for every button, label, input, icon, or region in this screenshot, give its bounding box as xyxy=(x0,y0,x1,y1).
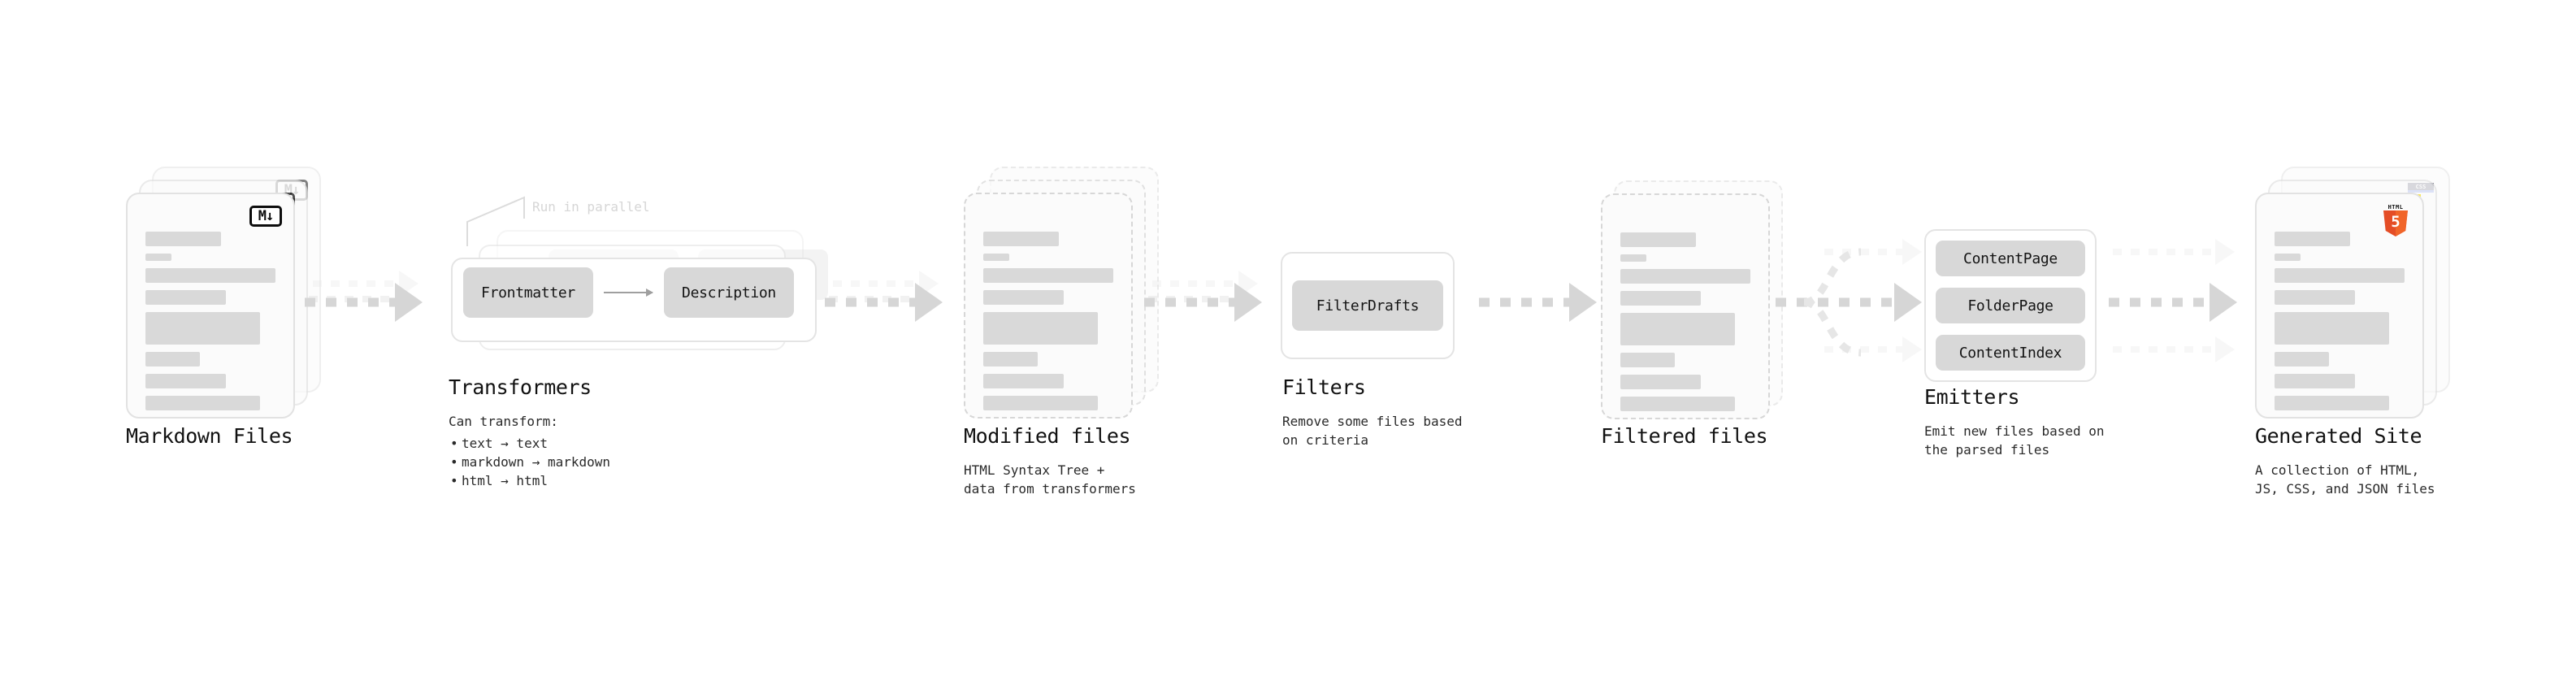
skeleton-lines xyxy=(983,232,1113,410)
transformer-link-arrow xyxy=(604,288,653,297)
filtered-card-front xyxy=(1601,193,1770,419)
flow-branch-curves xyxy=(1803,248,1862,357)
flow-arrow-1 xyxy=(305,283,423,322)
stage-subtitle: Remove some files based on criteria xyxy=(1282,413,1463,448)
caption-markdown-files: Markdown Files xyxy=(126,424,370,449)
stage-subtitle: HTML Syntax Tree + data from transformer… xyxy=(964,462,1136,497)
run-in-parallel-label: Run in parallel xyxy=(532,199,650,215)
transformer-pill-frontmatter[interactable]: Frontmatter xyxy=(463,267,593,318)
filters-pill-filterdrafts[interactable]: FilterDrafts xyxy=(1292,280,1443,331)
list-item: text → text xyxy=(449,434,774,453)
transformer-pill-description[interactable]: Description xyxy=(664,267,794,318)
skeleton-lines xyxy=(145,232,275,410)
transform-list: text → text markdown → markdown html → h… xyxy=(449,434,774,491)
markdown-card-front: M↓ xyxy=(126,193,295,419)
html5-icon: HTML 5 xyxy=(2382,204,2409,236)
flow-arrow-3 xyxy=(1144,283,1262,322)
caption-emitters: Emitters Emit new files based on the par… xyxy=(1924,385,2201,459)
list-item: markdown → markdown xyxy=(449,453,774,471)
list-item: html → html xyxy=(449,471,774,490)
emitters-pill-folderpage[interactable]: FolderPage xyxy=(1936,288,2085,323)
caption-modified-files: Modified files HTML Syntax Tree + data f… xyxy=(964,424,1240,498)
flow-arrow-6-top xyxy=(2113,239,2235,265)
stage-title: Markdown Files xyxy=(126,424,293,448)
caption-filters: Filters Remove some files based on crite… xyxy=(1282,375,1559,449)
flow-arrow-5-bottom xyxy=(1824,336,1922,362)
stage-title: Generated Site xyxy=(2255,424,2422,448)
stage-title: Filtered files xyxy=(1601,424,1768,448)
flow-arrow-2 xyxy=(825,283,943,322)
stage-subtitle: A collection of HTML, JS, CSS, and JSON … xyxy=(2255,462,2435,497)
caption-filtered-files: Filtered files xyxy=(1601,424,1877,449)
caption-transformers: Transformers Can transform: text → text … xyxy=(449,375,774,491)
flow-arrow-5-mid xyxy=(1776,283,1922,322)
flow-arrow-6-bottom xyxy=(2113,336,2235,362)
generated-card-front: HTML 5 xyxy=(2255,193,2424,419)
skeleton-lines xyxy=(1620,232,1750,411)
caption-generated-site: Generated Site A collection of HTML, JS,… xyxy=(2255,424,2548,498)
flow-arrow-6-mid xyxy=(2109,283,2237,322)
html5-wordmark: HTML xyxy=(2387,204,2404,210)
markdown-icon: M↓ xyxy=(249,206,282,227)
skeleton-lines xyxy=(2275,232,2405,410)
stage-title: Emitters xyxy=(1924,385,2020,409)
stage-subtitle: Can transform: xyxy=(449,413,558,429)
emitters-pill-contentpage[interactable]: ContentPage xyxy=(1936,241,2085,276)
flow-arrow-4 xyxy=(1479,283,1597,322)
flow-arrow-5-top xyxy=(1824,239,1922,265)
stage-subtitle: Emit new files based on the parsed files xyxy=(1924,423,2105,458)
stage-title: Transformers xyxy=(449,375,592,399)
html5-digit: 5 xyxy=(2391,212,2400,231)
run-in-parallel-bracket xyxy=(466,196,525,246)
emitters-pill-contentindex[interactable]: ContentIndex xyxy=(1936,335,2085,371)
stage-title: Modified files xyxy=(964,424,1131,448)
stage-title: Filters xyxy=(1282,375,1366,399)
modified-card-front xyxy=(964,193,1133,419)
